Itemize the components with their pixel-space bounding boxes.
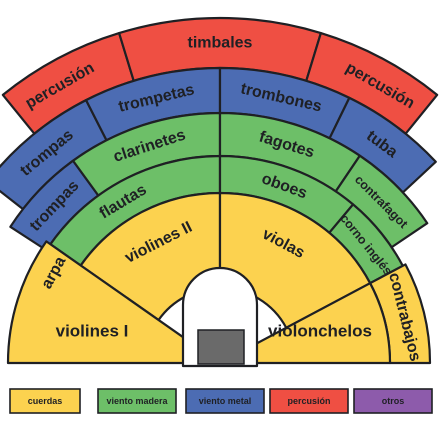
- legend-item-cuerdas: cuerdas: [9, 388, 81, 414]
- legend-swatch: [185, 388, 265, 414]
- legend: cuerdas viento madera viento metal percu…: [9, 388, 433, 414]
- conductor-podium: [197, 329, 245, 365]
- legend-label: viento metal: [199, 396, 252, 406]
- legend-label: otros: [382, 396, 405, 406]
- legend-label: cuerdas: [28, 396, 63, 406]
- legend-swatch: [97, 388, 177, 414]
- legend-item-otros: otros: [353, 388, 433, 414]
- legend-label: percusión: [287, 396, 330, 406]
- section-violines-ii: [79, 191, 222, 322]
- legend-item-percusion: percusión: [269, 388, 349, 414]
- timbales-label: timbales: [188, 35, 253, 52]
- violonchelos-label: violonchelos: [268, 322, 372, 341]
- violines-i-label: violines I: [56, 322, 129, 341]
- legend-swatch: [353, 388, 433, 414]
- legend-label: viento madera: [106, 396, 168, 406]
- legend-swatch: [269, 388, 349, 414]
- legend-item-viento-madera: viento madera: [97, 388, 177, 414]
- legend-item-viento-metal: viento metal: [185, 388, 265, 414]
- legend-swatch: [9, 388, 81, 414]
